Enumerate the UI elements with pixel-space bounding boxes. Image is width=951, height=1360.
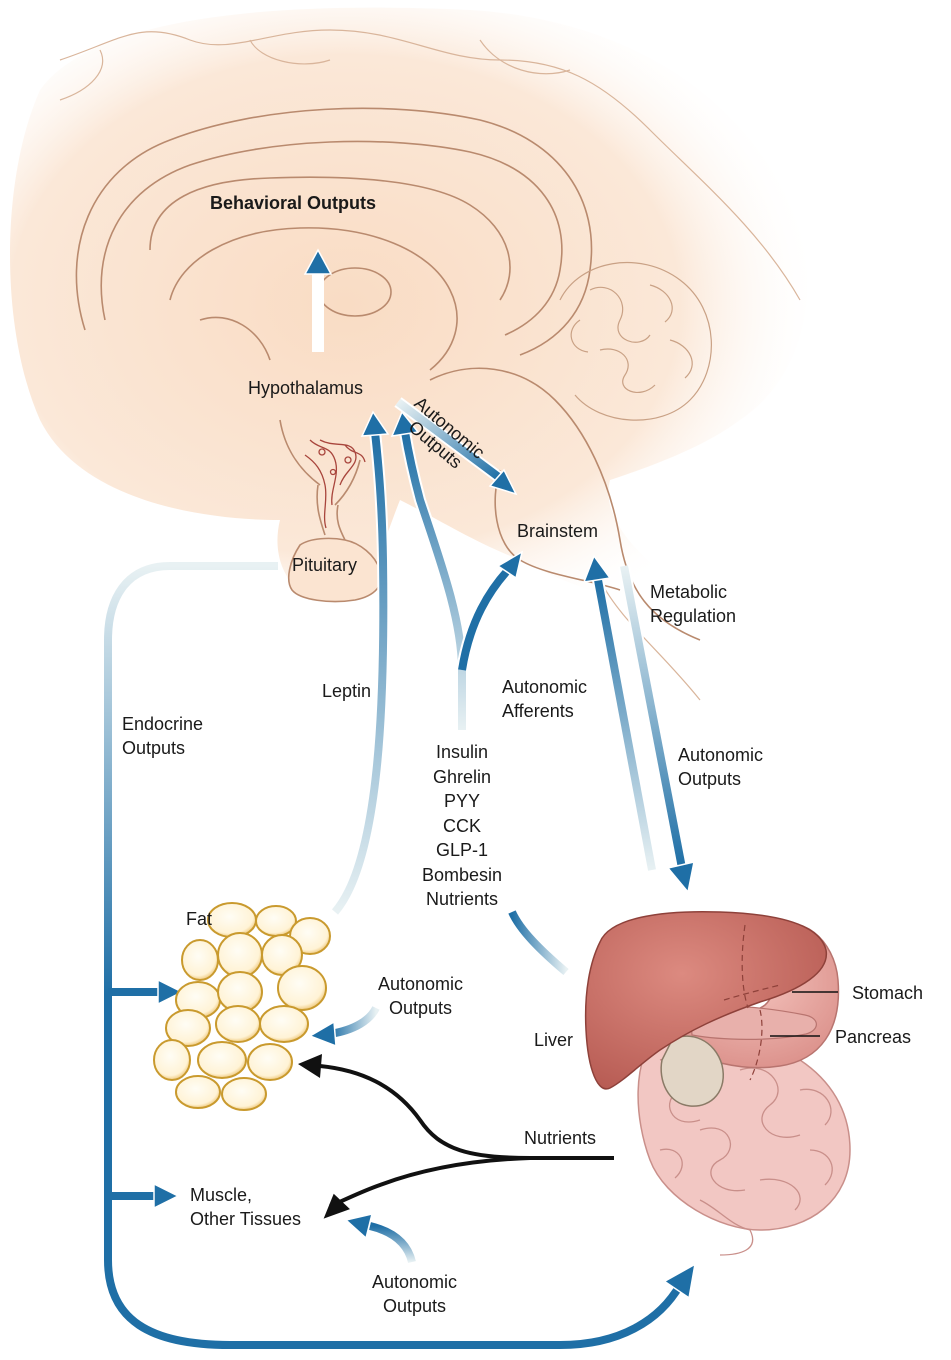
autonomic-afferents-line2: Afferents <box>502 701 574 721</box>
stomach-label: Stomach <box>852 981 923 1005</box>
fat-label: Fat <box>186 907 212 931</box>
behavioral-outputs-label: Behavioral Outputs <box>210 191 376 215</box>
endocrine-outputs-line2: Outputs <box>122 738 185 758</box>
autonomic-outputs-gut-line2: Outputs <box>678 769 741 789</box>
pituitary-label: Pituitary <box>292 553 357 577</box>
fat-tissue-illustration <box>154 903 330 1110</box>
endocrine-outputs-line1: Endocrine <box>122 714 203 734</box>
pancreas-label: Pancreas <box>835 1025 911 1049</box>
autonomic-outputs-fat-label: Autonomic Outputs <box>378 972 463 1020</box>
autonomic-outputs-muscle-line2: Outputs <box>383 1296 446 1316</box>
autonomic-afferents-line1: Autonomic <box>502 677 587 697</box>
autonomic-outputs-gut-label: Autonomic Outputs <box>678 743 763 791</box>
autonomic-afferents-label: Autonomic Afferents <box>502 675 587 723</box>
endocrine-outputs-label: Endocrine Outputs <box>122 712 203 760</box>
metabolic-regulation-label: Metabolic Regulation <box>650 580 736 628</box>
gut-signal-item: CCK <box>410 814 514 839</box>
digestive-organs-illustration <box>586 912 850 1255</box>
leptin-label: Leptin <box>322 679 371 703</box>
muscle-line1: Muscle, <box>190 1185 252 1205</box>
gut-signal-item: Insulin <box>410 740 514 765</box>
autonomic-outputs-muscle-label: Autonomic Outputs <box>372 1270 457 1318</box>
autonomic-outputs-fat-line1: Autonomic <box>378 974 463 994</box>
muscle-label: Muscle, Other Tissues <box>190 1183 301 1231</box>
nutrients-label: Nutrients <box>524 1126 596 1150</box>
gut-signal-item: Nutrients <box>410 887 514 912</box>
autonomic-outputs-muscle-line1: Autonomic <box>372 1272 457 1292</box>
liver-label: Liver <box>534 1028 573 1052</box>
brainstem-label: Brainstem <box>517 519 598 543</box>
gut-signal-item: Bombesin <box>410 863 514 888</box>
gut-signal-list: Insulin Ghrelin PYY CCK GLP-1 Bombesin N… <box>410 740 514 912</box>
metabolic-regulation-line1: Metabolic <box>650 582 727 602</box>
gut-signal-item: Ghrelin <box>410 765 514 790</box>
autonomic-outputs-gut-line1: Autonomic <box>678 745 763 765</box>
gut-signal-item: PYY <box>410 789 514 814</box>
hypothalamus-label: Hypothalamus <box>248 376 363 400</box>
muscle-line2: Other Tissues <box>190 1209 301 1229</box>
gut-signal-item: GLP-1 <box>410 838 514 863</box>
autonomic-outputs-fat-line2: Outputs <box>389 998 452 1018</box>
metabolic-regulation-line2: Regulation <box>650 606 736 626</box>
